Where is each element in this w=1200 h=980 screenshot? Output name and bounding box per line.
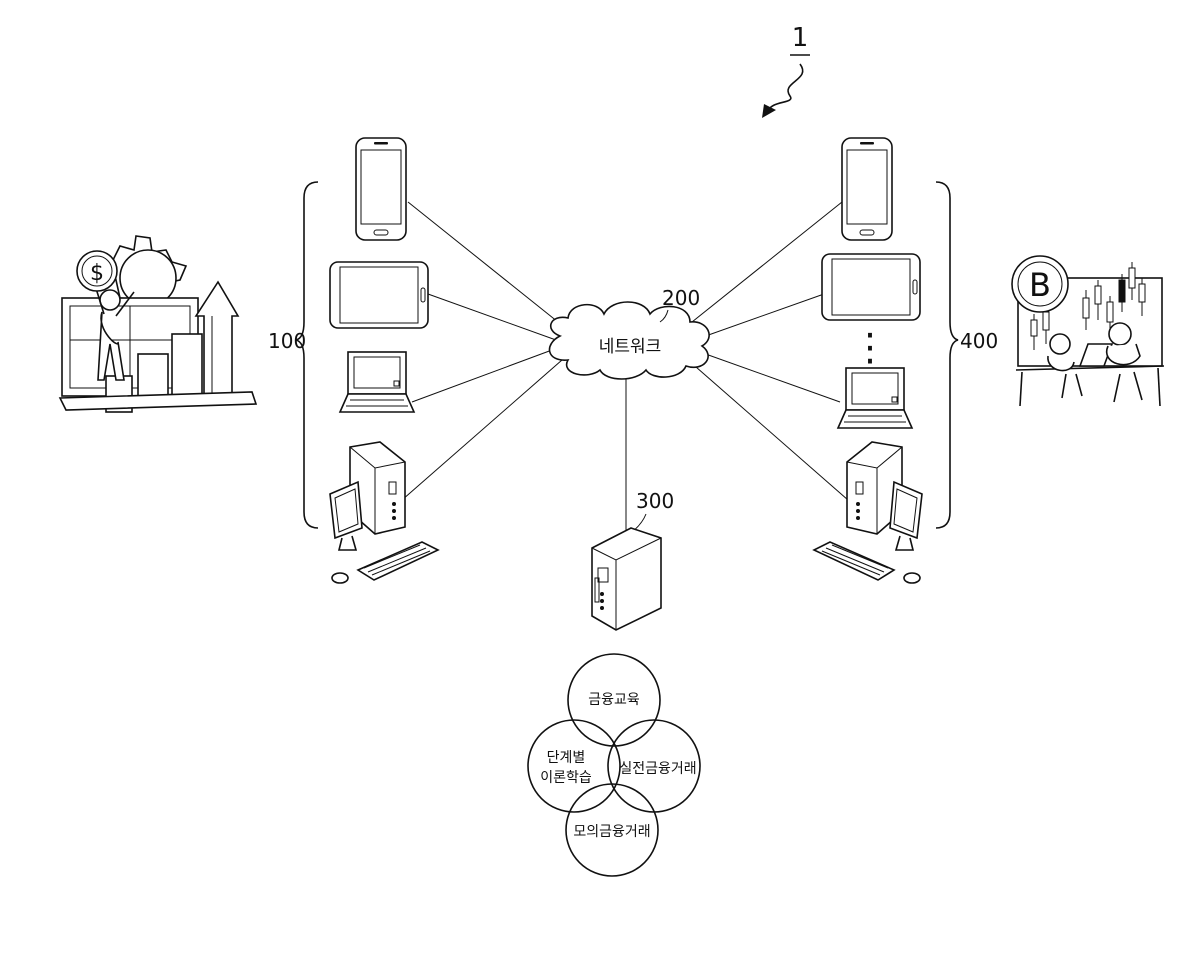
bitcoin-coin-icon: B (1029, 266, 1051, 304)
network-ref: 200 (662, 286, 700, 310)
dollar-coin-icon: $ (90, 261, 104, 286)
system-ref-arrow (768, 64, 803, 112)
expert-smartphone-icon (842, 138, 892, 240)
left-bracket (296, 182, 318, 528)
trader-illustration: B (1012, 256, 1164, 406)
venn-diagram: 금융교육 단계별 이론학습 실전금융거래 모의금융거래 (528, 654, 700, 876)
expert-more-devices-ellipsis: ⋮ (851, 325, 889, 369)
user-terminals-ref: 100 (268, 329, 306, 353)
venn-label-mock-trading: 모의금융거래 (573, 824, 650, 840)
expert-laptop-icon (838, 368, 912, 428)
venn-circle-left (528, 720, 620, 812)
user-smartphone-icon (356, 138, 406, 240)
expert-terminals-ref: 400 (960, 329, 998, 353)
expert-tablet-icon (822, 254, 920, 320)
expert-desktop-computer-icon (814, 442, 922, 583)
right-bracket (936, 182, 958, 528)
user-laptop-icon (340, 352, 414, 412)
user-tablet-icon (330, 262, 428, 328)
network-label: 네트워크 (599, 337, 662, 357)
venn-label-theory-learning: 이론학습 (540, 770, 592, 786)
venn-label-stepwise: 단계별 (547, 750, 586, 766)
server-tower-icon (592, 528, 661, 630)
venn-label-financial-education: 금융교육 (588, 692, 640, 708)
system-ref-label: 1 (792, 23, 809, 53)
server-ref: 300 (636, 489, 674, 513)
venn-label-real-trading: 실전금융거래 (619, 761, 696, 777)
investor-illustration: $ (60, 236, 256, 412)
user-desktop-computer-icon (330, 442, 438, 583)
